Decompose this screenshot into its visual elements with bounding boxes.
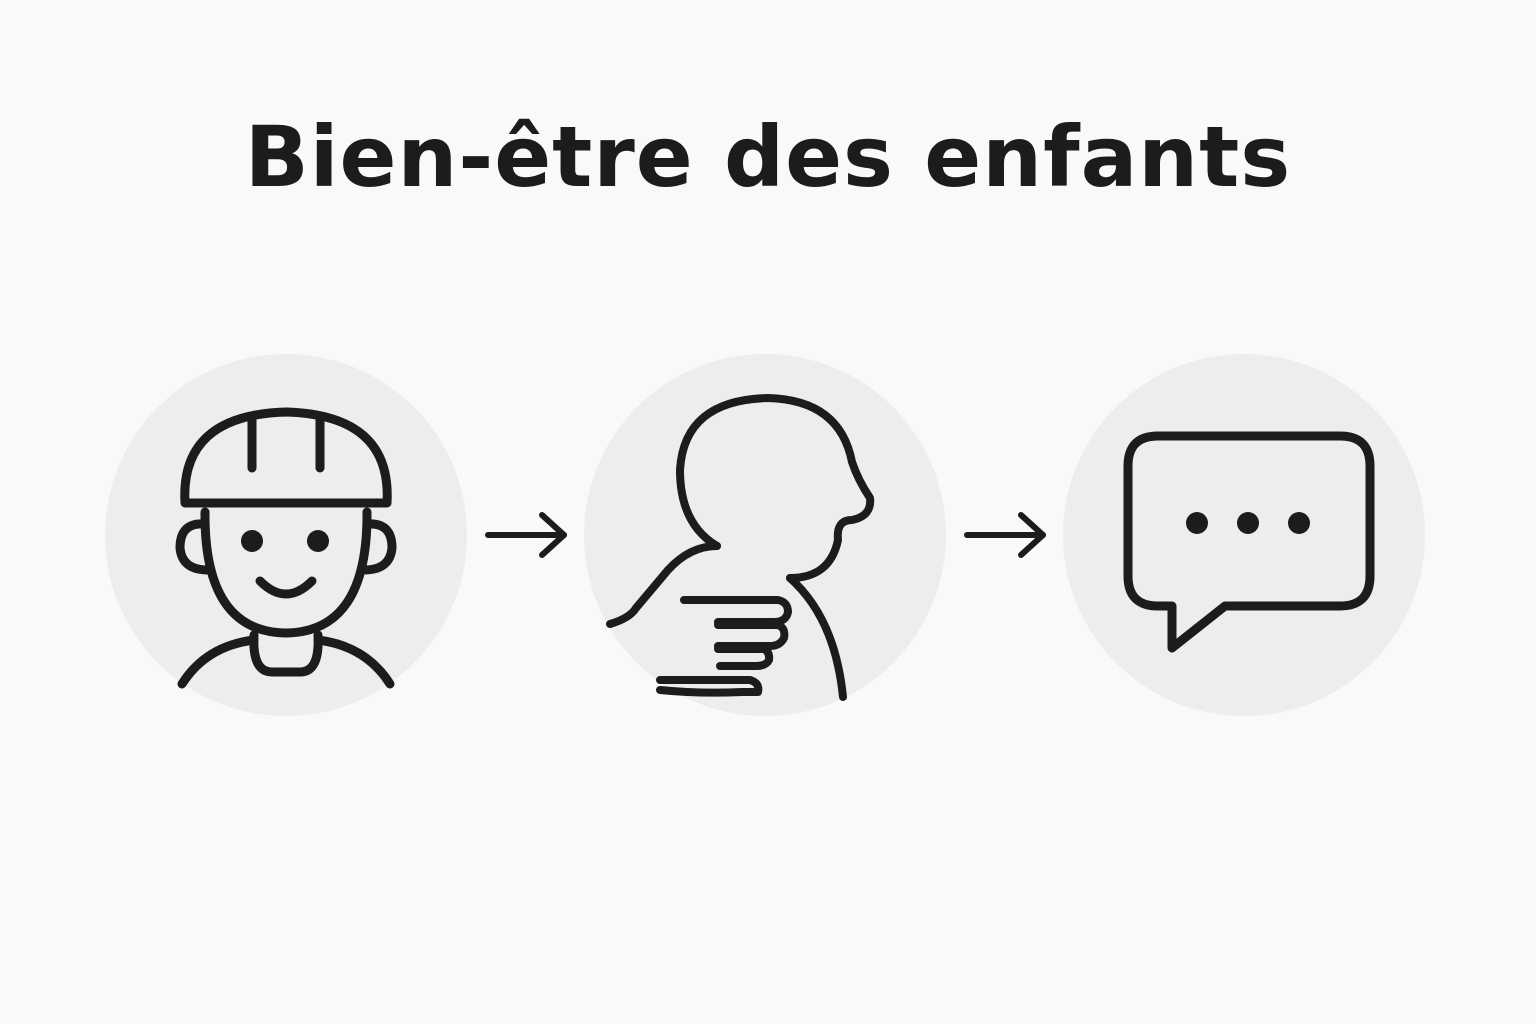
child-eyes — [241, 530, 329, 552]
step-child — [105, 354, 467, 716]
speech-bubble-icon — [1123, 431, 1375, 653]
ellipsis-dots — [1186, 512, 1310, 534]
arrow-right-icon — [485, 512, 567, 558]
hand-on-throat-icon — [606, 394, 875, 701]
step-throat — [584, 354, 946, 716]
child-hard-hat-icon — [175, 407, 397, 689]
arrow-right-icon — [964, 512, 1046, 558]
step-speech — [1063, 354, 1425, 716]
step-circle — [1063, 354, 1425, 716]
step-circle — [584, 354, 946, 716]
page-title: Bien-être des enfants — [244, 108, 1292, 206]
